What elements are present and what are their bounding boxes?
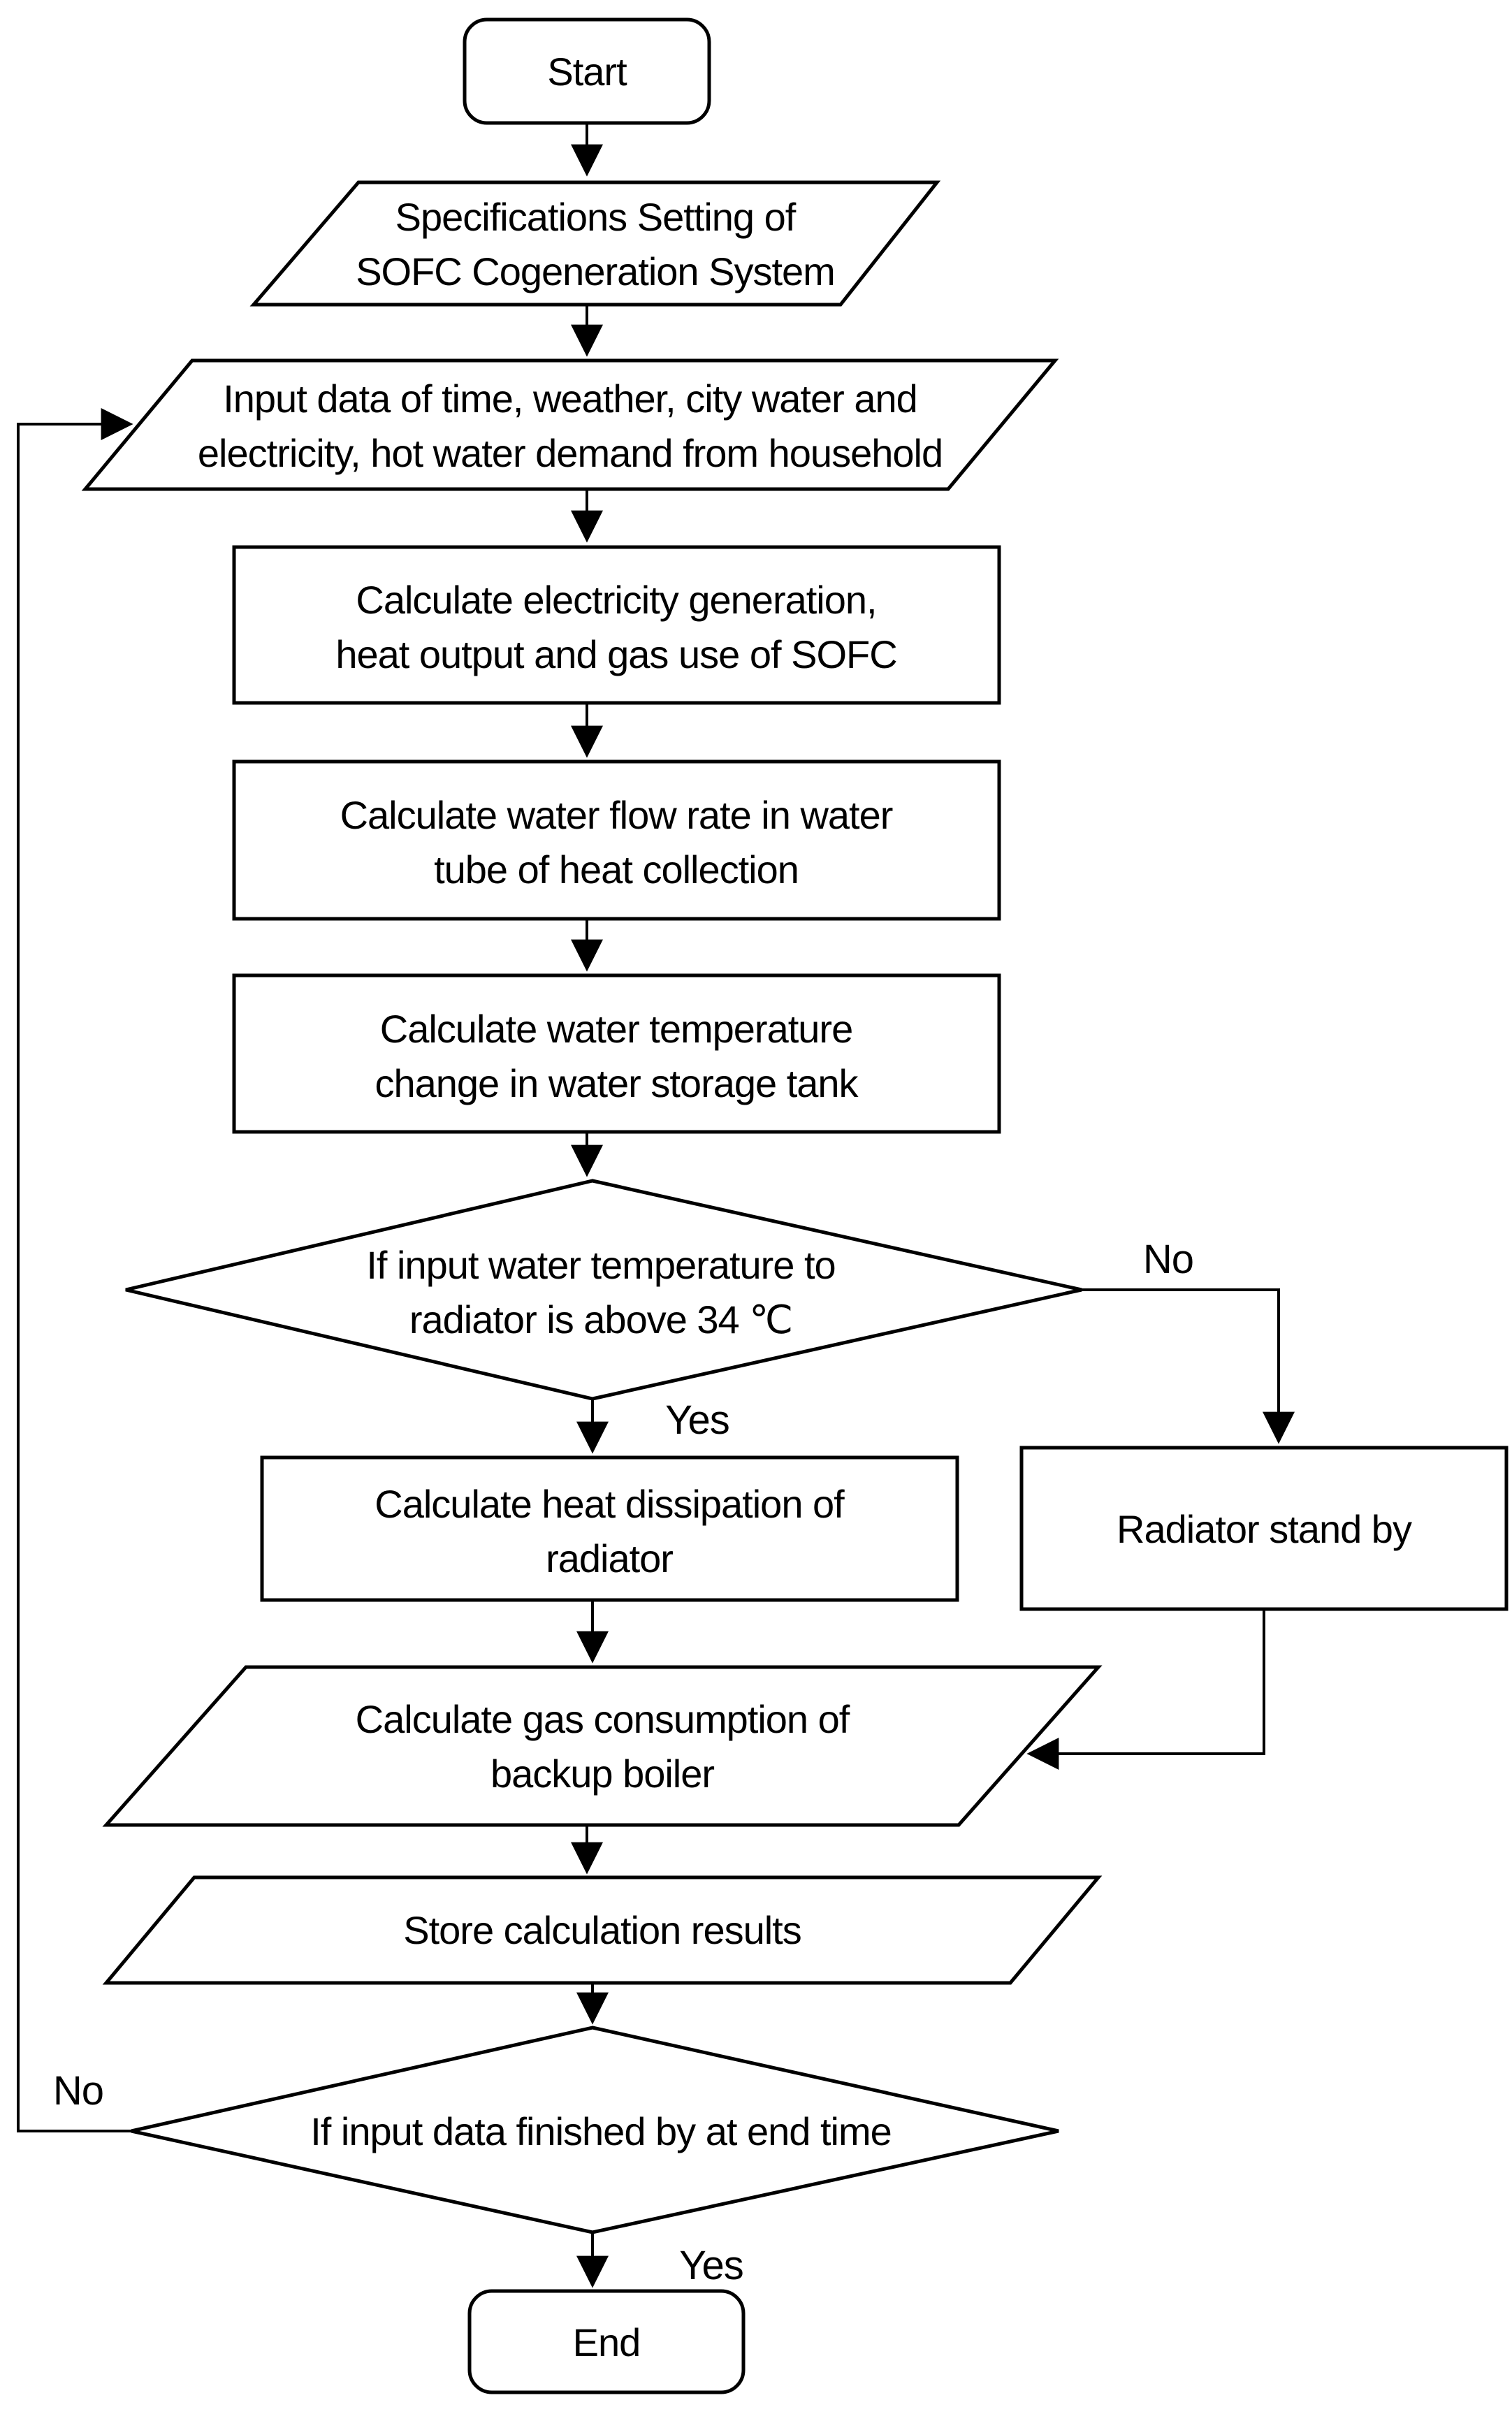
calc-temp-line1: Calculate water temperature: [380, 1007, 852, 1051]
specifications-parallelogram-shape: [249, 180, 941, 307]
calc-flow-line1: Calculate water flow rate in water: [340, 793, 893, 837]
feedback-loop-endtime-no-to-input: [17, 408, 133, 2132]
node-calc-temp: Calculate water temperature change in wa…: [232, 973, 1001, 1134]
decision-radiator-diamond-shape: [125, 1179, 1082, 1401]
specifications-line1: Specifications Setting of: [395, 195, 797, 239]
label-endtime-yes: Yes: [679, 2243, 743, 2288]
store-results-parallelogram-shape: [102, 1875, 1103, 1985]
node-specifications-setting: Specifications Setting of SOFC Cogenerat…: [249, 180, 941, 307]
decision-radiator-line2: radiator is above 34 ℃: [409, 1297, 792, 1341]
input-line2: electricity, hot water demand from house…: [198, 431, 943, 475]
node-heat-dissipation: Calculate heat dissipation of radiator: [260, 1455, 959, 1602]
node-decision-radiator: If input water temperature to radiator i…: [125, 1179, 1082, 1401]
arrow-radiator-standby-to-gas: [1026, 1609, 1265, 1770]
specifications-line2: SOFC Cogeneration System: [356, 249, 835, 293]
label-radiator-no: No: [1143, 1237, 1193, 1282]
calc-temp-rect-shape: [232, 973, 1001, 1134]
arrow-decision-no-to-radiator-standby: [1082, 1288, 1295, 1444]
heat-dissipation-rect-shape: [260, 1455, 959, 1602]
node-start: Start: [463, 17, 711, 125]
decision-endtime-diamond-shape: [131, 2026, 1059, 2234]
calc-sofc-line2: heat output and gas use of SOFC: [335, 632, 896, 676]
node-gas-consumption: Calculate gas consumption of backup boil…: [102, 1665, 1103, 1827]
label-endtime-no: No: [53, 2068, 103, 2114]
node-input-data: Input data of time, weather, city water …: [81, 358, 1059, 491]
start-label: Start: [547, 50, 627, 94]
heat-dissipation-line1: Calculate heat dissipation of: [375, 1482, 845, 1526]
label-radiator-yes: Yes: [665, 1397, 729, 1443]
end-terminator-shape: [467, 2289, 746, 2394]
calc-sofc-rect-shape: [232, 545, 1001, 705]
input-parallelogram-shape: [81, 358, 1059, 491]
calc-temp-line2: change in water storage tank: [375, 1061, 859, 1105]
calc-flow-rect-shape: [232, 759, 1001, 921]
calc-sofc-line1: Calculate electricity generation,: [356, 578, 876, 622]
gas-consumption-parallelogram-shape: [102, 1665, 1103, 1827]
store-results-label: Store calculation results: [403, 1908, 801, 1952]
gas-consumption-line1: Calculate gas consumption of: [356, 1697, 850, 1741]
decision-endtime-label: If input data finished by at end time: [310, 2109, 892, 2153]
node-decision-endtime: If input data finished by at end time: [131, 2026, 1059, 2234]
radiator-standby-rect-shape: [1019, 1446, 1509, 1611]
node-store-results: Store calculation results: [102, 1875, 1103, 1985]
start-terminator-shape: [463, 17, 711, 125]
input-line1: Input data of time, weather, city water …: [223, 377, 917, 421]
end-label: End: [573, 2320, 641, 2364]
node-calc-sofc: Calculate electricity generation, heat o…: [232, 545, 1001, 705]
decision-radiator-line1: If input water temperature to: [366, 1243, 835, 1287]
radiator-standby-label: Radiator stand by: [1117, 1507, 1412, 1551]
node-radiator-standby: Radiator stand by: [1019, 1446, 1509, 1611]
calc-flow-line2: tube of heat collection: [434, 848, 799, 892]
heat-dissipation-line2: radiator: [546, 1536, 673, 1580]
node-end: End: [467, 2289, 746, 2394]
gas-consumption-line2: backup boiler: [490, 1752, 714, 1796]
node-calc-flow: Calculate water flow rate in water tube …: [232, 759, 1001, 921]
